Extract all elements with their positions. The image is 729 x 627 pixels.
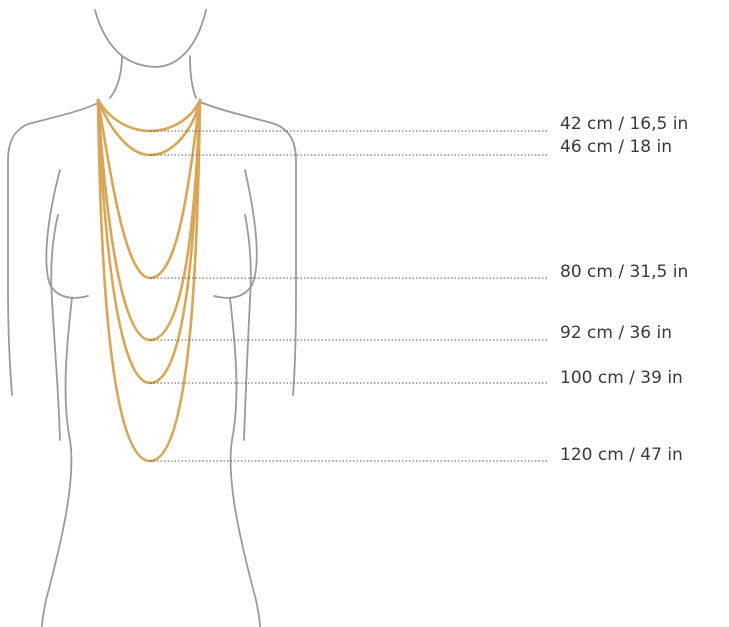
length-label-120cm: 120 cm / 47 in [560, 445, 683, 465]
length-label-46cm: 46 cm / 18 in [560, 137, 672, 157]
length-label-80cm: 80 cm / 31,5 in [560, 262, 688, 282]
left-shoulder-outline [8, 102, 100, 395]
length-label-100cm: 100 cm / 39 in [560, 368, 683, 388]
right-waist-outline [230, 298, 260, 627]
length-guides [150, 131, 548, 461]
right-arm-inner-outline [244, 215, 251, 440]
chain-42cm [98, 100, 200, 131]
left-waist-outline [42, 298, 72, 627]
neck-right-outline [190, 56, 196, 98]
length-label-42cm: 42 cm / 16,5 in [560, 114, 688, 134]
chain-46cm [98, 100, 200, 155]
length-label-92cm: 92 cm / 36 in [560, 323, 672, 343]
torso-silhouette [8, 10, 296, 627]
neck-left-outline [110, 56, 122, 98]
left-arm-inner-outline [51, 215, 60, 440]
left-bust-outline [46, 170, 88, 298]
necklace-chains [98, 100, 200, 461]
